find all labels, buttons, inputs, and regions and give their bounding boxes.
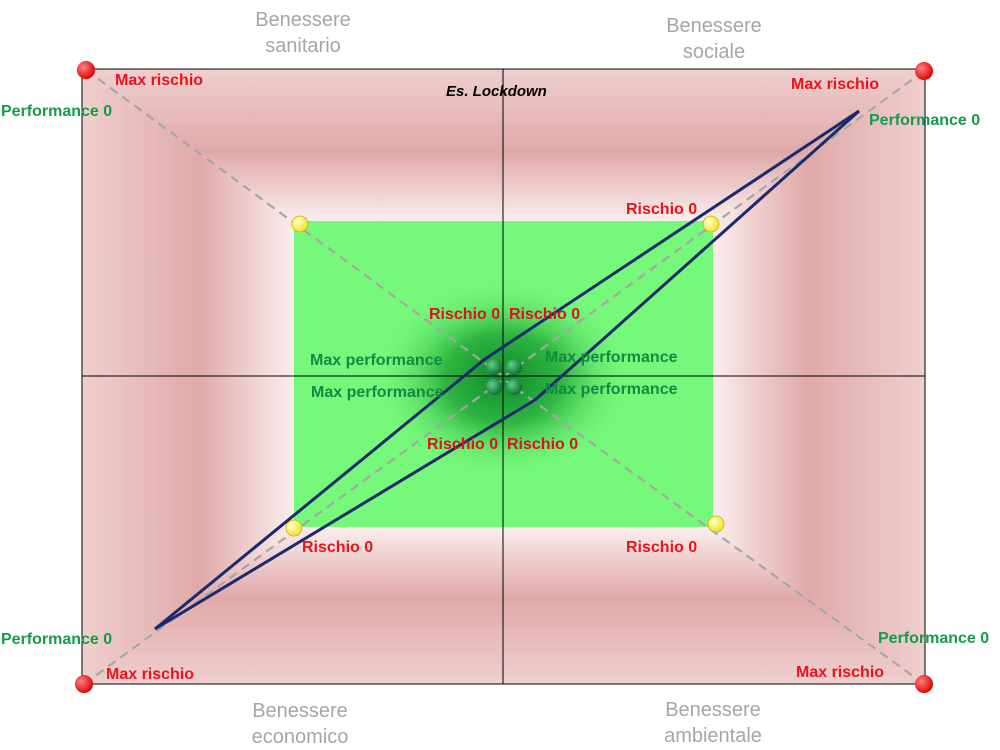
max-performance-label: Max performance xyxy=(311,384,444,401)
max-risk-dot xyxy=(77,61,95,79)
zero-risk-label: Rischio 0 xyxy=(427,436,499,453)
max-risk-dots xyxy=(75,61,933,693)
max-risk-label: Max rischio xyxy=(115,72,204,89)
zero-risk-dot xyxy=(707,515,725,533)
zero-risk-label: Rischio 0 xyxy=(626,201,698,218)
max-risk-dot xyxy=(915,675,933,693)
max-performance-label: Max performance xyxy=(545,349,678,366)
max-performance-dot xyxy=(506,359,522,375)
zero-risk-label: Rischio 0 xyxy=(626,539,698,556)
zero-risk-dot xyxy=(702,215,720,233)
max-risk-label: Max rischio xyxy=(796,664,885,681)
max-risk-dot xyxy=(915,62,933,80)
zero-performance-label: Performance 0 xyxy=(878,630,990,647)
zero-performance-label: Performance 0 xyxy=(1,631,113,648)
zero-risk-label: Rischio 0 xyxy=(509,306,581,323)
max-risk-label: Max rischio xyxy=(791,76,880,93)
max-performance-dot xyxy=(486,359,502,375)
lockdown-profile xyxy=(154,109,860,631)
max-performance-dot xyxy=(486,379,502,395)
max-risk-label: Max rischio xyxy=(106,666,195,683)
zero-risk-dots xyxy=(285,215,725,537)
example-label: Es. Lockdown xyxy=(446,83,547,100)
max-performance-label: Max performance xyxy=(310,352,443,369)
zero-risk-dot xyxy=(285,519,303,537)
zero-risk-label: Rischio 0 xyxy=(507,436,579,453)
max-risk-dot xyxy=(75,675,93,693)
max-performance-dot xyxy=(506,379,522,395)
max-performance-label: Max performance xyxy=(545,381,678,398)
zero-performance-label: Performance 0 xyxy=(869,112,981,129)
zero-risk-dot xyxy=(291,215,309,233)
zero-performance-label: Performance 0 xyxy=(1,103,113,120)
max-performance-dots xyxy=(486,359,522,395)
zero-risk-label: Rischio 0 xyxy=(429,306,501,323)
zero-risk-label: Rischio 0 xyxy=(302,539,374,556)
